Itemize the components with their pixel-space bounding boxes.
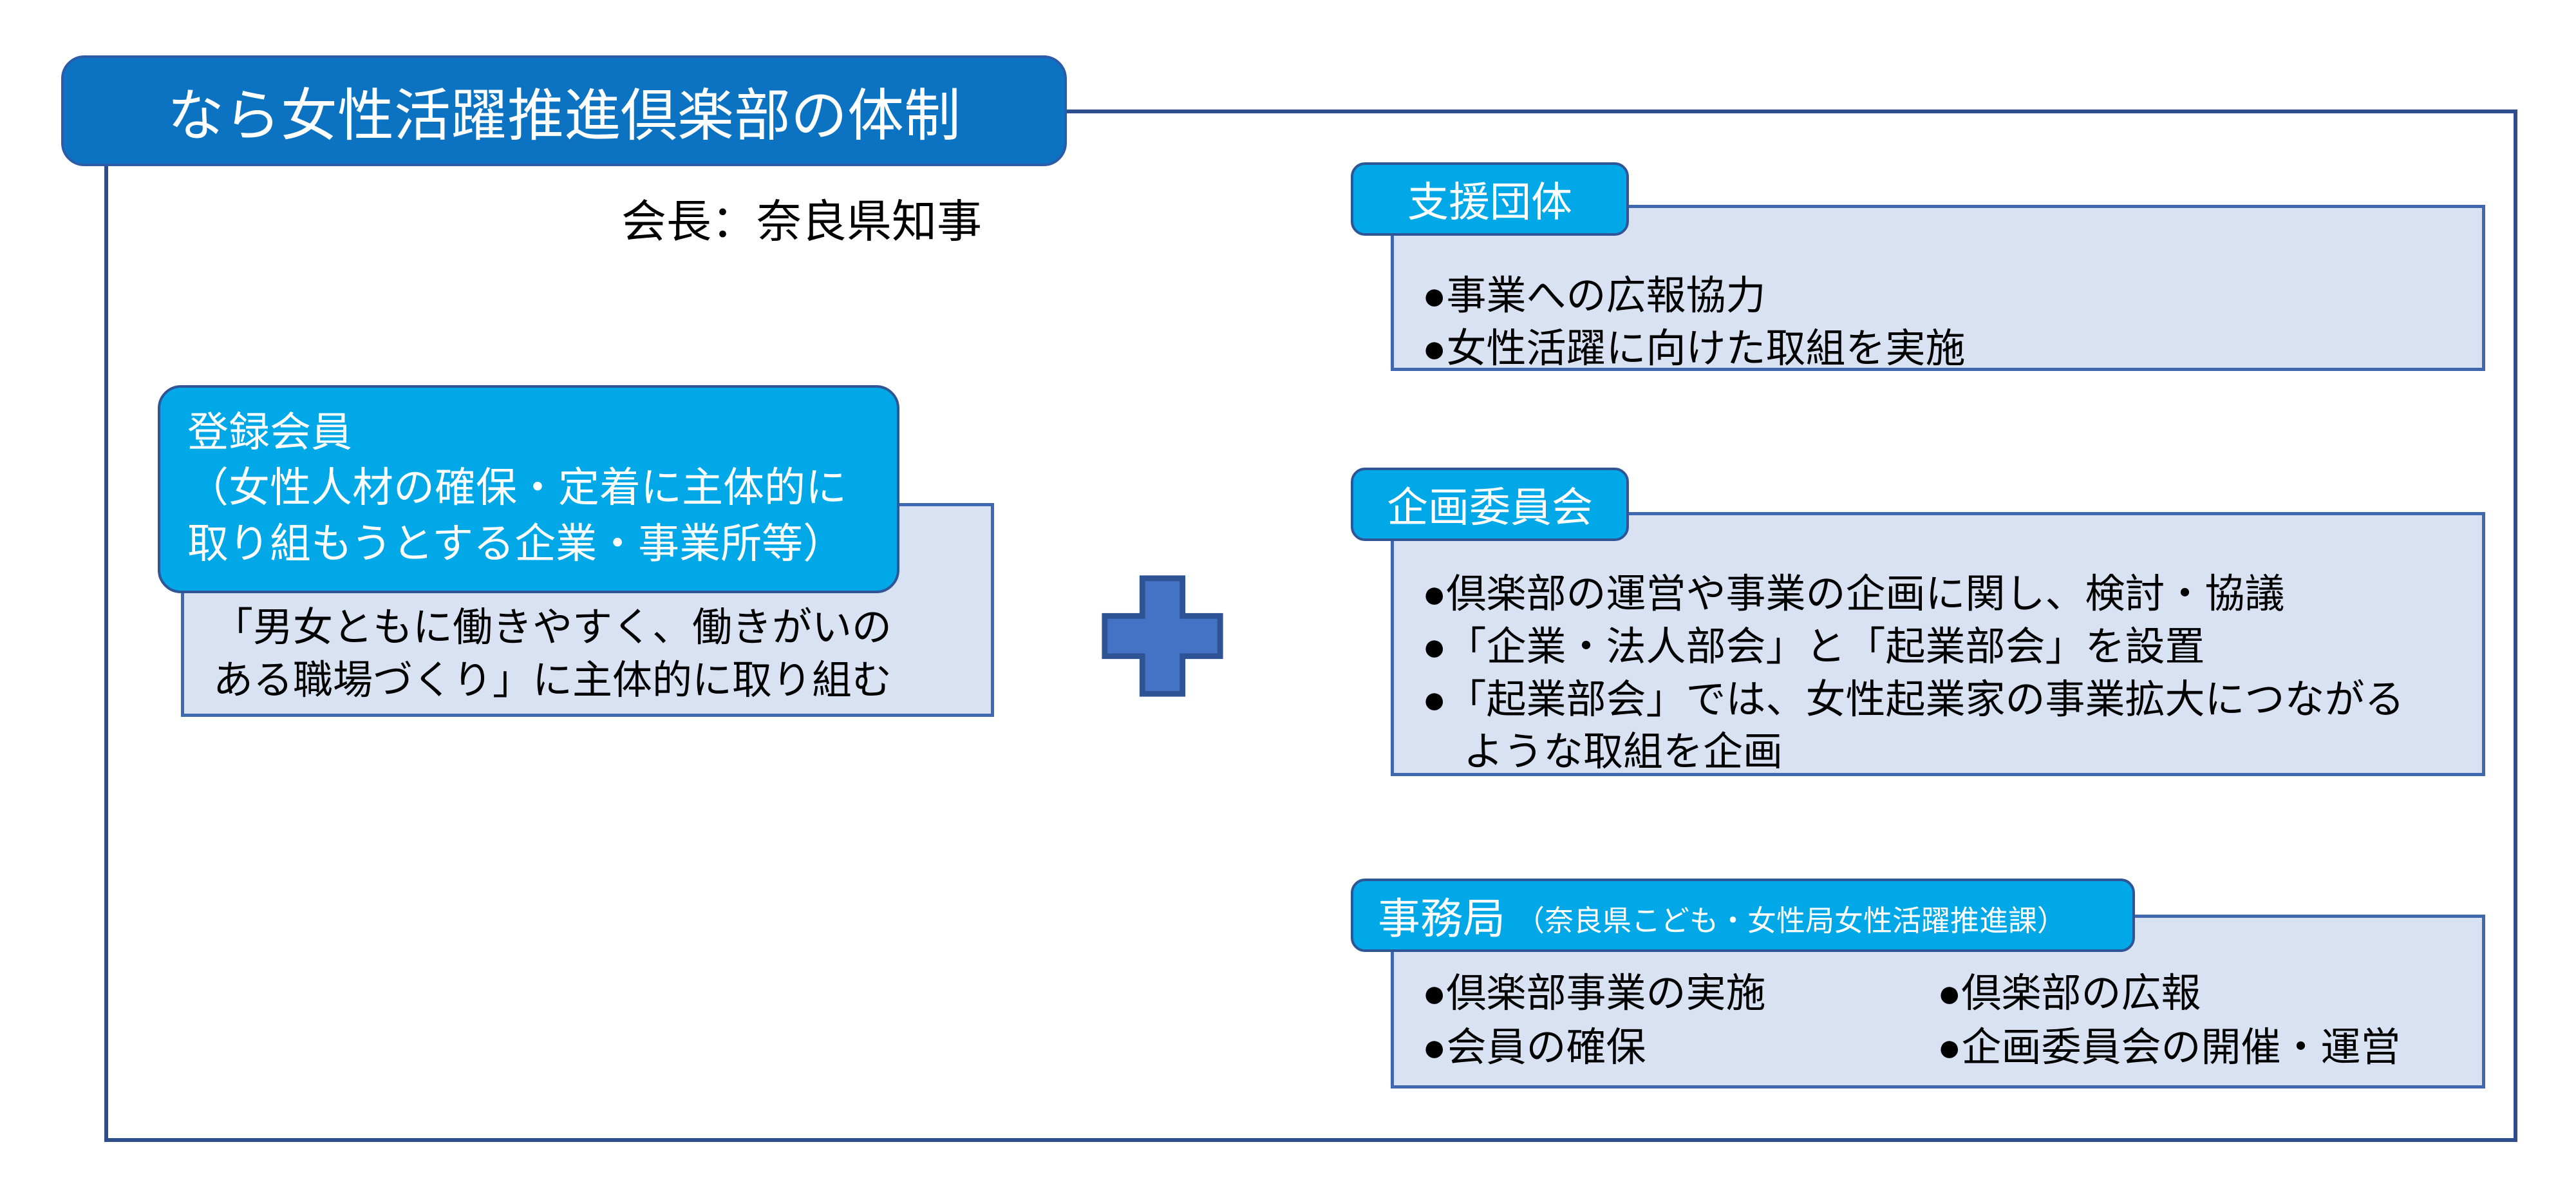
planning-committee-header: 企画委員会 xyxy=(1351,468,1629,541)
planning-committee-bullet: ●「企業・法人部会」と「起業部会」を設置 xyxy=(1422,624,2205,669)
chairman-label: 会長：奈良県知事 xyxy=(621,196,982,247)
secretariat-bullet: ●倶楽部の広報 xyxy=(1937,971,2201,1016)
diagram-title-banner: なら女性活躍推進倶楽部の体制 xyxy=(61,55,1067,166)
secretariat-bullet: ●企画委員会の開催・運営 xyxy=(1937,1025,2401,1070)
registered-members-header: 登録会員 （女性人材の確保・定着に主体的に 取り組もうとする企業・事業所等） xyxy=(158,385,899,594)
secretariat-header: 事務局 （奈良県こども・女性局女性活躍推進課） xyxy=(1351,879,2135,952)
support-groups-header: 支援団体 xyxy=(1351,162,1629,236)
registered-members-header-line: 取り組もうとする企業・事業所等） xyxy=(187,520,845,567)
diagram-title: なら女性活躍推進倶楽部の体制 xyxy=(167,83,961,147)
support-groups-bullet: ●女性活躍に向けた取組を実施 xyxy=(1422,326,1966,371)
secretariat-header-note: （奈良県こども・女性局女性活躍推進課） xyxy=(1516,904,2067,937)
planning-committee-bullet: ●「起業部会」では、女性起業家の事業拡大につながる xyxy=(1422,677,2405,722)
support-groups-header-label: 支援団体 xyxy=(1407,179,1572,225)
planning-committee-bullet: ●倶楽部の運営や事業の企画に関し、検討・協議 xyxy=(1422,572,2285,616)
registered-members-header-line: （女性人材の確保・定着に主体的に xyxy=(187,464,847,511)
secretariat-right-column: ●倶楽部の広報 ●企画委員会の開催・運営 xyxy=(1937,967,2482,1085)
registered-members-text-line: 「男女ともに働きやすく、働きがいの xyxy=(213,605,892,650)
secretariat-header-label: 事務局 xyxy=(1378,895,1505,942)
secretariat-bullet: ●会員の確保 xyxy=(1422,1025,1646,1070)
planning-committee-panel: ●倶楽部の運営や事業の企画に関し、検討・協議 ●「企業・法人部会」と「起業部会」… xyxy=(1391,512,2485,776)
secretariat-bullet: ●倶楽部事業の実施 xyxy=(1422,971,1766,1016)
secretariat-left-column: ●倶楽部事業の実施 ●会員の確保 xyxy=(1422,967,1937,1085)
registered-members-text-line: ある職場づくり」に主体的に取り組む xyxy=(213,658,892,703)
planning-committee-bullet-continuation: ような取組を企画 xyxy=(1463,730,1783,775)
planning-committee-header-label: 企画委員会 xyxy=(1387,484,1593,531)
support-groups-bullet: ●事業への広報協力 xyxy=(1422,274,1766,318)
plus-icon xyxy=(1102,575,1223,697)
plus-shape xyxy=(1102,575,1223,697)
registered-members-header-line: 登録会員 xyxy=(187,409,352,455)
